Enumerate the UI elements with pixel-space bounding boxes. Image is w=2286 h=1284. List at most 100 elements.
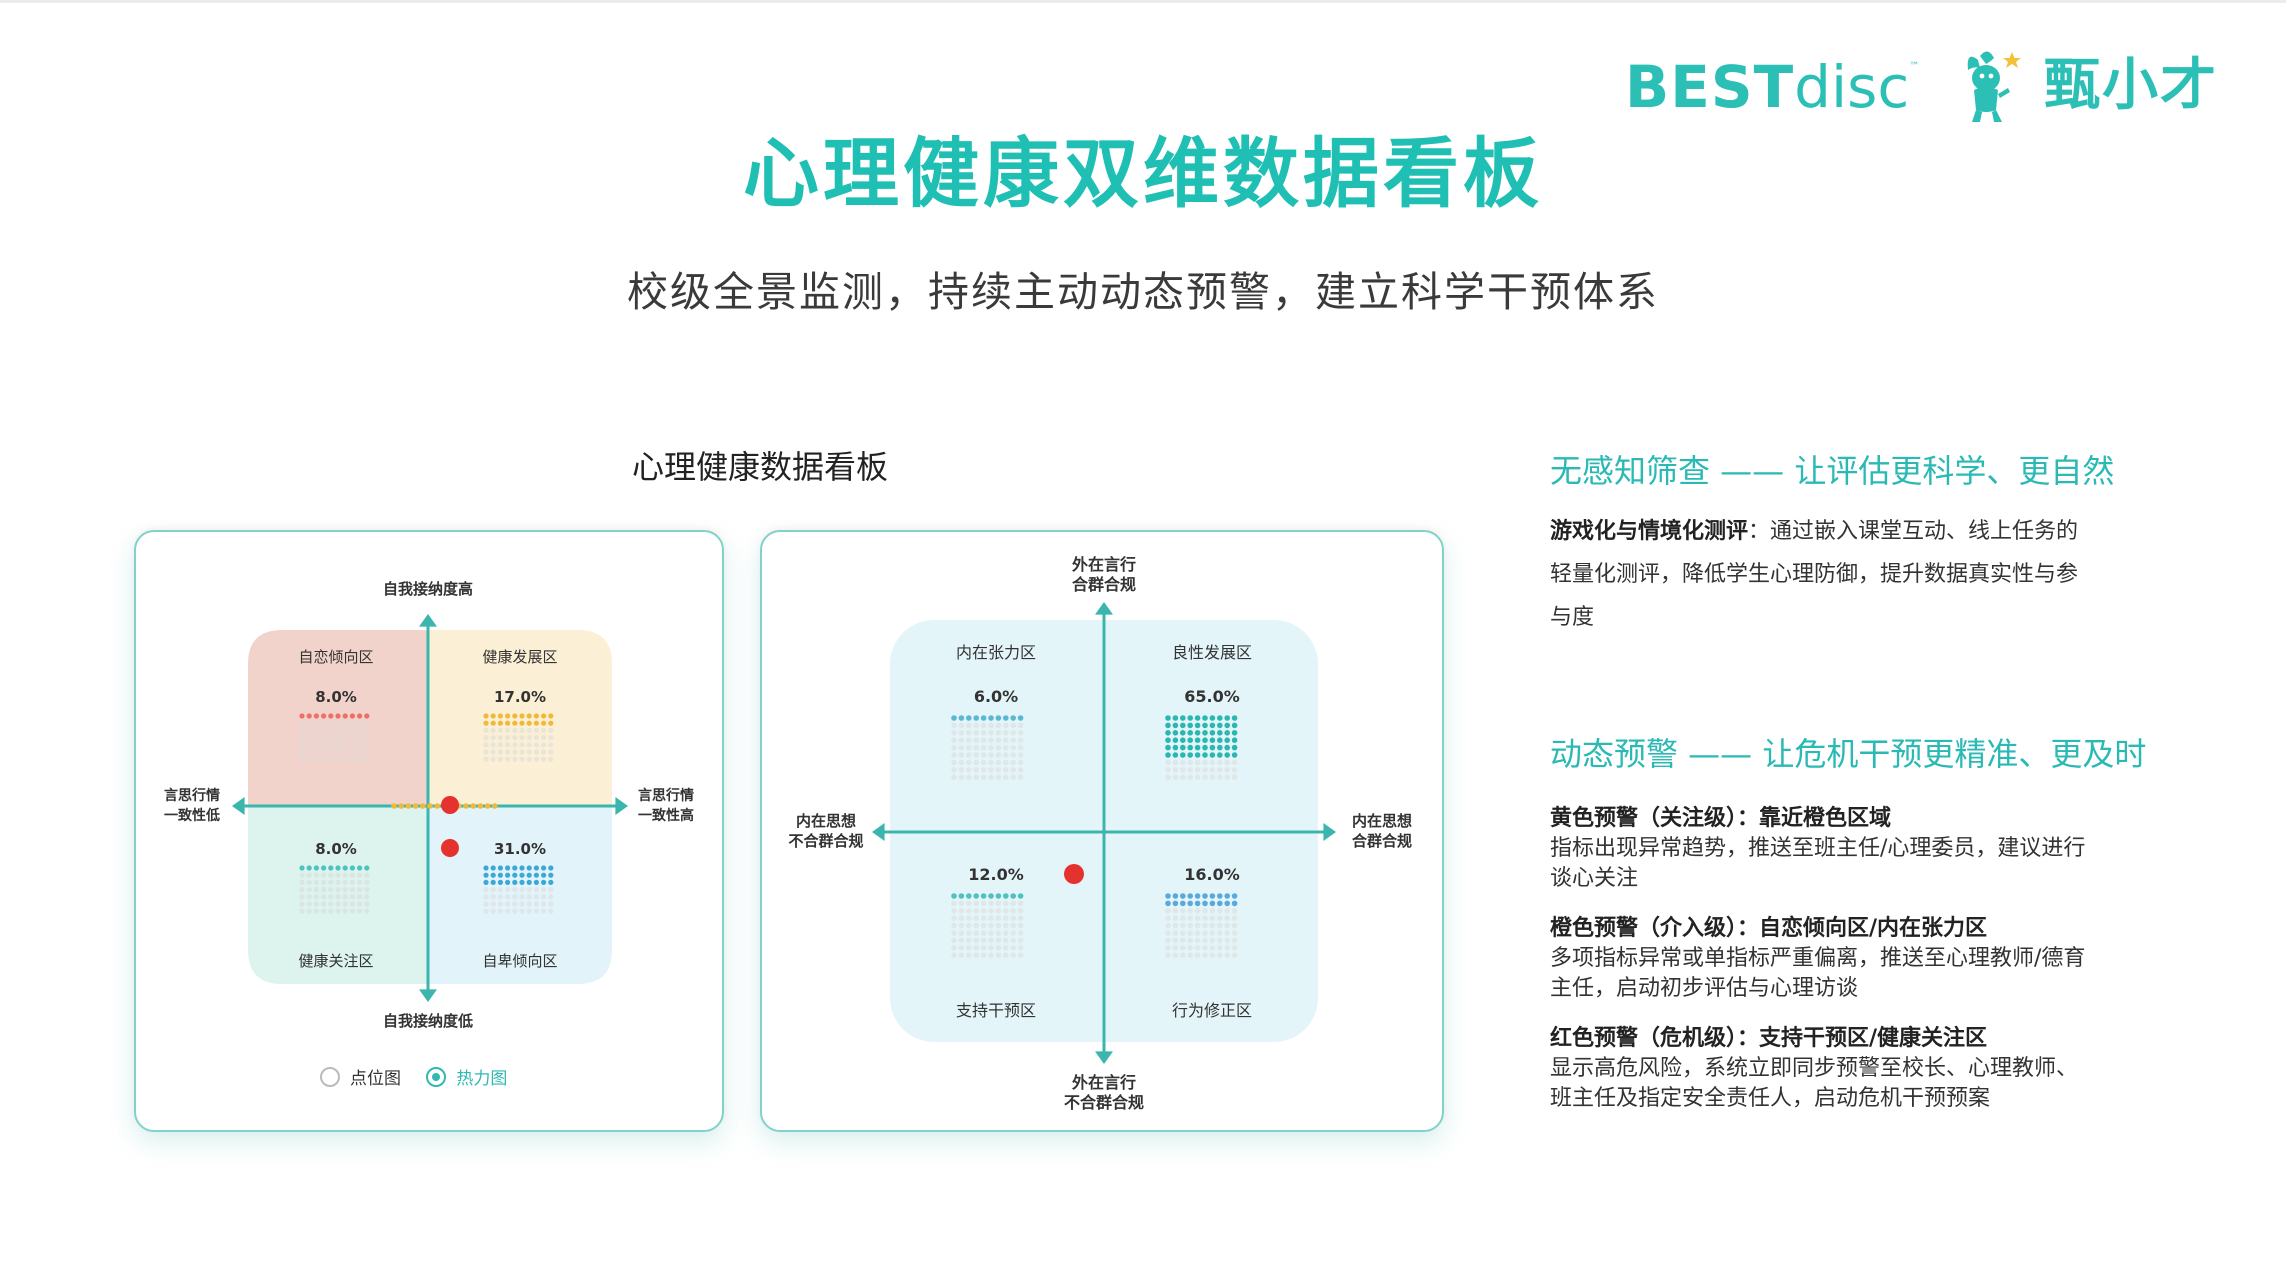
support-intervention-grid-dot (951, 930, 957, 936)
support-intervention-grid-dot (1003, 937, 1009, 944)
benign-growth-grid-dot (1224, 752, 1230, 758)
behavior-correction-grid-dot (1209, 952, 1216, 958)
axis-right-label-line-2: 一致性高 (638, 807, 694, 824)
low-self-esteem-grid-dot (526, 879, 532, 885)
narcissism-grid-dot (357, 742, 363, 748)
inner-tension-grid-dot (1017, 730, 1024, 736)
health-attention-grid-dot (357, 872, 363, 878)
benign-growth-grid-dot (1224, 767, 1230, 773)
axis-arrow-left (232, 797, 245, 815)
support-intervention-grid-dot (973, 937, 979, 944)
inner-tension-grid-dot (1017, 722, 1024, 729)
healthy-growth-grid-dot (548, 735, 554, 741)
health-attention-grid-dot (328, 879, 334, 885)
radio-option-heatmap[interactable]: 热力图 (426, 1064, 507, 1089)
behavior-correction-grid-dot (1187, 900, 1193, 907)
narcissism-grid-dot (313, 742, 319, 748)
healthy-growth-grid-dot (533, 749, 539, 755)
inner-tension-grid-dot (995, 722, 1002, 729)
warning-red-title: 红色预警（危机级）：支持干预区/健康关注区 (1550, 1026, 1988, 1051)
health-attention-grid-dot (321, 879, 327, 885)
support-intervention-grid-dot (995, 922, 1002, 929)
support-intervention-grid-dot (958, 937, 965, 944)
low-self-esteem-grid-dot (526, 872, 532, 878)
health-attention-grid-dot (364, 901, 370, 907)
alert-marker (441, 796, 459, 814)
narcissism-grid-dot (306, 727, 312, 733)
inner-tension-grid-dot (958, 774, 965, 780)
support-intervention-grid-dot (1003, 930, 1009, 936)
quadrant-healthy-growth-percent: 17.0% (494, 688, 546, 706)
benign-growth-grid-dot (1172, 722, 1179, 729)
health-attention-grid-dot (342, 879, 348, 885)
behavior-correction-grid-dot (1202, 952, 1208, 958)
axis-left-label-line-2: 一致性低 (164, 807, 220, 824)
inner-tension-grid-dot (1010, 722, 1016, 729)
support-intervention-grid-dot (958, 893, 965, 899)
narcissism-grid-dot (306, 749, 312, 755)
low-self-esteem-grid-dot (519, 865, 525, 871)
inner-tension-grid-dot (973, 752, 979, 758)
inner-tension-grid-dot (1010, 767, 1016, 773)
support-intervention-grid-dot (988, 900, 994, 907)
quadrant-healthy-growth-label: 健康发展区 (482, 648, 557, 666)
health-attention-grid-dot (357, 887, 363, 893)
quadrant-health-attention-label: 健康关注区 (298, 952, 373, 970)
behavior-correction-grid-dot (1194, 908, 1201, 914)
quadrant-low-self-esteem-bg (428, 806, 612, 984)
support-intervention-grid-dot (988, 945, 994, 951)
axis-arrow-right (1323, 823, 1336, 841)
section-screening-body: 游戏化与情境化测评：通过嵌入课堂互动、线上任务的 轻量化测评，降低学生心理防御，… (1550, 510, 2150, 639)
axis-bottom-label-line-2: 不合群合规 (1064, 1093, 1144, 1112)
radio-option-point[interactable]: 点位图 (320, 1064, 401, 1089)
narcissism-grid-dot (321, 720, 327, 726)
low-self-esteem-grid-dot (541, 887, 547, 893)
benign-growth-grid-dot (1224, 774, 1230, 780)
benign-growth-grid-dot (1202, 722, 1208, 729)
board-title: 心理健康数据看板 (631, 448, 888, 486)
healthy-growth-grid-dot (512, 727, 518, 733)
alert-marker (1064, 864, 1084, 884)
support-intervention-grid-dot (951, 952, 957, 958)
health-attention-grid-dot (364, 908, 370, 914)
behavior-thought-quadrant-chart: 内在张力区良性发展区支持干预区行为修正区6.0%65.0%12.0%16.0%外… (788, 555, 1412, 1112)
inner-tension-grid-dot (1017, 759, 1024, 766)
quadrant-benign-growth-percent: 65.0% (1184, 687, 1240, 706)
low-self-esteem-grid-dot (512, 887, 518, 893)
low-self-esteem-grid-dot (533, 865, 539, 871)
support-intervention-grid-dot (958, 945, 965, 951)
health-attention-grid-dot (335, 879, 341, 885)
radio-point-circle[interactable] (320, 1066, 340, 1087)
health-attention-grid-dot (299, 908, 305, 914)
narcissism-grid-dot (342, 735, 348, 741)
support-intervention-grid-dot (1003, 952, 1009, 958)
health-attention-grid-dot (364, 894, 370, 900)
axis-left-label-line-2: 不合群合规 (788, 832, 863, 850)
behavior-correction-grid-dot (1202, 893, 1208, 899)
narcissism-grid-dot (321, 742, 327, 748)
behavior-correction-grid-dot (1172, 915, 1179, 921)
support-intervention-grid-dot (988, 893, 994, 899)
benign-growth-grid-dot (1194, 737, 1201, 743)
benign-growth-grid-dot (1231, 752, 1238, 758)
benign-growth-grid-dot (1194, 730, 1201, 736)
benign-growth-grid-dot (1224, 722, 1230, 729)
healthy-growth-grid-dot (519, 756, 525, 762)
support-intervention-grid-dot (1010, 908, 1016, 914)
low-self-esteem-grid-dot (533, 894, 539, 900)
warning-red-desc-1: 显示高危风险，系统立即同步预警至校长、心理教师、 (1550, 1056, 2079, 1081)
benign-growth-grid-dot (1165, 730, 1171, 736)
low-self-esteem-grid-dot (483, 865, 489, 871)
low-self-esteem-grid-dot (548, 887, 554, 893)
behavior-correction-grid-dot (1224, 937, 1230, 944)
support-intervention-grid-dot (980, 945, 987, 951)
radio-heatmap-circle[interactable] (426, 1066, 447, 1087)
behavior-correction-grid-dot (1187, 945, 1193, 951)
behavior-correction-grid-dot (1224, 952, 1230, 958)
inner-tension-grid-dot (988, 737, 994, 743)
self-acceptance-quadrant-chart: 自恋倾向区健康发展区健康关注区自卑倾向区8.0%17.0%8.0%31.0%自我… (164, 580, 694, 1030)
behavior-correction-grid-dot (1180, 930, 1186, 936)
low-self-esteem-grid-dot (490, 865, 496, 871)
narcissism-grid-dot (364, 756, 370, 762)
health-attention-grid-dot (349, 901, 355, 907)
